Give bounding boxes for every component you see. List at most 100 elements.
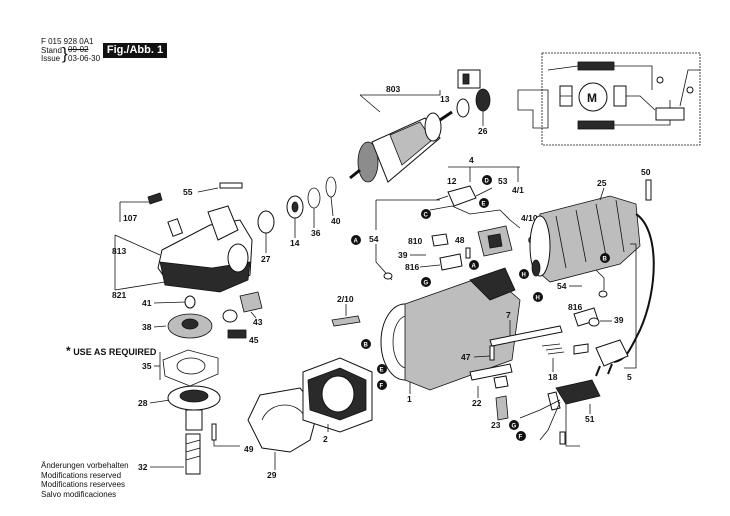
connector-e-2-label: E (380, 368, 384, 374)
connector-f-2-icon (516, 431, 526, 441)
use-as-required-label: USE AS REQUIRED (73, 347, 157, 357)
connector-h-2-label: H (536, 296, 540, 302)
part-label-12: 12 (447, 176, 457, 186)
connector-g-1-icon (421, 277, 431, 287)
footer-line-es: Salvo modificaciones (41, 489, 117, 499)
connector-a-1-icon (351, 235, 361, 245)
wiring-schematic: M (457, 52, 701, 146)
bracket-brace: } (62, 44, 68, 63)
part-label-816-a: 816 (405, 262, 419, 272)
connector-g-1-label: G (424, 281, 429, 287)
nut-45-icon (222, 309, 238, 323)
part-label-39-b: 39 (614, 315, 624, 325)
part-label-55: 55 (183, 187, 193, 197)
connector-e-2-icon (377, 364, 387, 374)
part-label-22: 22 (472, 398, 482, 408)
spring-18-icon (541, 343, 565, 355)
switch-51: 51 (519, 379, 601, 447)
ring-36-icon (307, 187, 321, 209)
part-label-38: 38 (142, 322, 152, 332)
part-label-29: 29 (267, 470, 277, 480)
motor-housing-1: 1 7 47 22 18 23 (380, 267, 589, 430)
screw-49-icon (211, 423, 217, 441)
connector-b-2-label: B (603, 257, 608, 263)
part-label-810-a: 810 (408, 236, 422, 246)
part-label-43: 43 (253, 317, 263, 327)
part-label-53: 53 (498, 176, 508, 186)
part-label-107: 107 (123, 213, 137, 223)
part-label-1: 1 (407, 394, 412, 404)
connector-a-1-label: A (354, 239, 359, 245)
figure-label: Fig./Abb. 1 (103, 43, 167, 58)
connector-c-label: C (424, 213, 429, 219)
plug-icon (595, 339, 629, 367)
part-label-5: 5 (627, 372, 632, 382)
switch-button-23-icon (495, 395, 509, 421)
part-label-25: 25 (597, 178, 607, 188)
connector-g-2-label: G (512, 424, 517, 430)
switch-rod-icon (469, 363, 513, 381)
part-label-28: 28 (138, 398, 148, 408)
part-label-4-10: 4/10 (521, 213, 538, 223)
screw-55-icon (219, 182, 243, 189)
part-label-816-b: 816 (568, 302, 582, 312)
footer-notes: Änderungen vorbehalten Modifications res… (41, 461, 129, 499)
screw-48-icon (465, 247, 471, 259)
footer-line-fr: Modifications reservees (41, 480, 126, 490)
bearing-26-icon (475, 88, 491, 112)
connector-a-2-icon (469, 260, 479, 270)
part-label-36: 36 (311, 228, 321, 238)
part-label-39-a: 39 (398, 250, 408, 260)
screw-47-icon (489, 345, 495, 361)
part-label-49: 49 (244, 444, 254, 454)
connector-e-1-label: E (482, 202, 486, 208)
connector-e-1-icon (479, 198, 489, 208)
motor-symbol-icon (578, 82, 608, 112)
switch-outline-icon (517, 89, 549, 129)
part-label-45: 45 (249, 335, 259, 345)
terminal-block-icon (655, 107, 685, 121)
part-label-47: 47 (461, 352, 471, 362)
part-label-26: 26 (478, 126, 488, 136)
motor-symbol-label: M (587, 91, 597, 105)
part-label-48: 48 (455, 235, 465, 245)
part-label-41: 41 (142, 298, 152, 308)
brush-right-icon (613, 85, 627, 107)
part-label-13: 13 (440, 94, 450, 104)
stand-label: Stand (41, 46, 62, 55)
gear-head-housing-813: 55 107 813 821 41 43 45 (112, 182, 263, 345)
part-label-4: 4 (469, 155, 474, 165)
part-label-54-b: 54 (557, 281, 567, 291)
bearing-27-icon (257, 210, 275, 234)
part-label-821: 821 (112, 290, 126, 300)
part-label-40: 40 (331, 216, 341, 226)
part-label-2-10: 2/10 (337, 294, 354, 304)
armature-803: 803 13 26 (349, 84, 491, 183)
asterisk-icon: * (66, 344, 71, 358)
connector-d-icon (482, 175, 492, 185)
connector-b-1-icon (361, 339, 371, 349)
connector-f-2-label: F (519, 435, 523, 441)
bearing-13-icon (456, 98, 470, 118)
connector-h-1-icon (519, 269, 529, 279)
part-label-50: 50 (641, 167, 651, 177)
footer-line-de: Änderungen vorbehalten (41, 461, 129, 470)
wiring-harness-4: 4 12 53 4/1 4/10 6 810 48 39 816 54 (369, 155, 538, 281)
connector-h-2-icon (533, 292, 543, 302)
spindle-lock-icon (147, 192, 163, 205)
bearing-stack: 27 14 36 40 (257, 176, 341, 264)
part-label-803: 803 (386, 84, 400, 94)
part-label-4-1: 4/1 (512, 185, 524, 195)
connector-markers: A A B B C D E E F F G G H H (351, 175, 610, 441)
part-label-14: 14 (290, 238, 300, 248)
connector-c-icon (421, 209, 431, 219)
circlip-40-icon (325, 176, 337, 198)
doc-number: F 015 928 0A1 (41, 37, 94, 46)
connector-d-label: D (485, 179, 490, 185)
field-coil-bottom-icon (577, 120, 615, 130)
use-as-required-note: * USE AS REQUIRED (66, 344, 156, 358)
insulation-2-10-icon (331, 315, 361, 327)
connector-f-1-label: F (380, 384, 384, 390)
connector-h-1-label: H (522, 273, 526, 279)
